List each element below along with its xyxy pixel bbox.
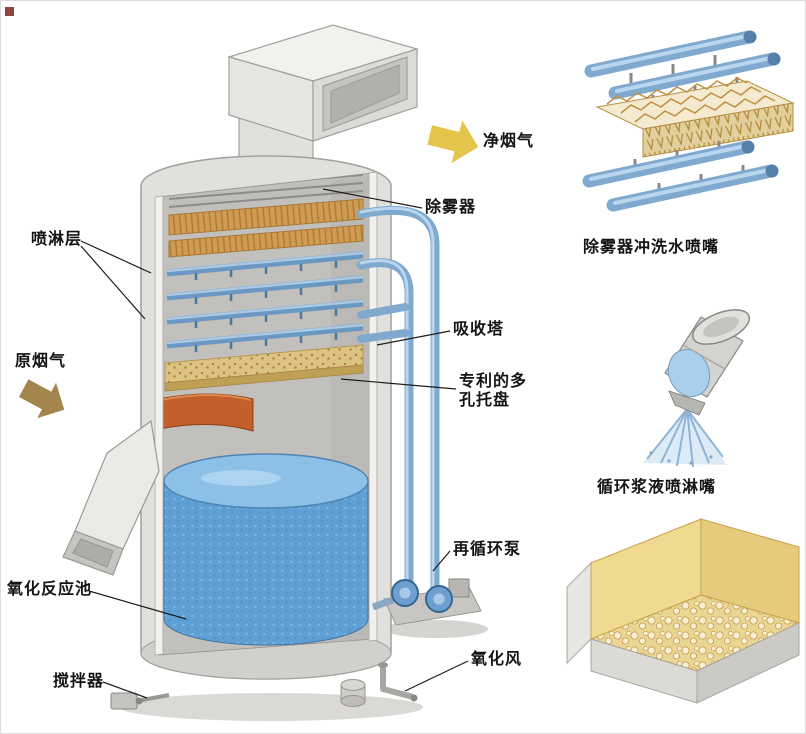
clean-gas-arrow bbox=[427, 120, 479, 164]
label-recirculation-pump: 再循环泵 bbox=[453, 539, 522, 558]
label-clean-flue-gas: 净烟气 bbox=[483, 131, 535, 150]
spray-headers bbox=[166, 251, 364, 352]
raw-gas-arrow bbox=[18, 379, 65, 419]
demister-wash-detail bbox=[582, 30, 795, 212]
label-spray-layers: 喷淋层 bbox=[31, 229, 83, 248]
oxidation-air-pipe bbox=[378, 662, 418, 702]
perforated-tray bbox=[164, 344, 364, 392]
pump-assembly bbox=[371, 578, 482, 626]
caption-slurry-spray-nozzle: 循环浆液喷淋嘴 bbox=[597, 477, 717, 496]
inlet-duct bbox=[62, 419, 160, 576]
leader-lines bbox=[80, 188, 469, 699]
recirculation-pipes bbox=[356, 205, 440, 596]
caption-demister-wash-nozzles: 除雾器冲洗水喷嘴 bbox=[583, 237, 720, 256]
label-mist-eliminator: 除雾器 bbox=[425, 197, 477, 216]
corner-artifact bbox=[5, 7, 14, 16]
label-perforated-tray: 专利的多 孔托盘 bbox=[459, 371, 527, 409]
label-agitator: 搅拌器 bbox=[53, 671, 105, 690]
agitator-assembly bbox=[110, 692, 170, 710]
label-raw-flue-gas: 原烟气 bbox=[15, 351, 67, 370]
label-perforated-tray-line1: 专利的多 bbox=[459, 371, 528, 390]
spray-nozzles bbox=[194, 261, 338, 352]
label-perforated-tray-line2: 孔托盘 bbox=[459, 390, 511, 409]
tower-internals bbox=[159, 174, 373, 646]
mist-eliminator-banks bbox=[168, 198, 364, 258]
spray-nozzle-detail bbox=[643, 309, 751, 468]
slurry-pool bbox=[163, 453, 369, 646]
manhole bbox=[340, 679, 366, 707]
inlet-duct-interior bbox=[159, 393, 254, 432]
label-oxidation-pool: 氧化反应池 bbox=[7, 579, 93, 598]
label-absorber-tower: 吸收塔 bbox=[453, 319, 505, 338]
tray-detail bbox=[566, 518, 801, 704]
label-oxidation-air: 氧化风 bbox=[471, 649, 523, 668]
cut-edges bbox=[154, 171, 378, 656]
